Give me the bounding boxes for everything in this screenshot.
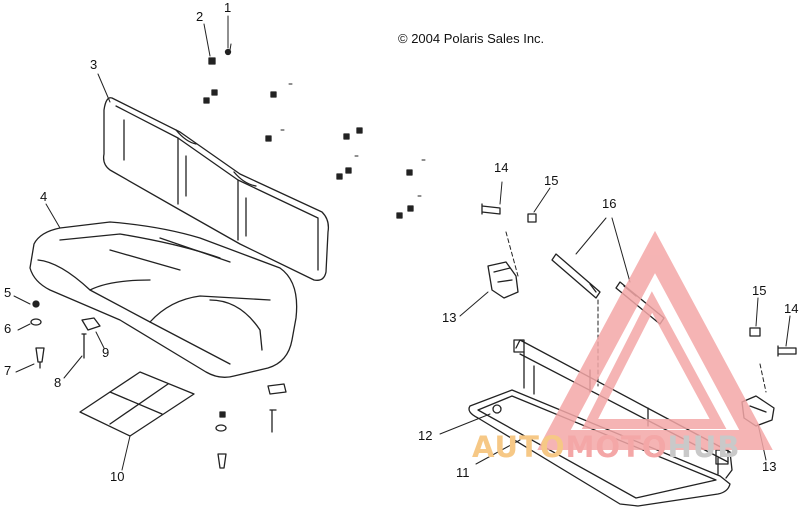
callout-15-right: 15 [752,283,767,298]
copyright-notice: © 2004 Polaris Sales Inc. [398,31,545,46]
seat-bottom [29,221,298,378]
callout-14-right: 14 [784,301,799,316]
fasteners [32,48,414,418]
latch-13-left [487,261,519,299]
callout-14-left: 14 [494,160,509,175]
nut-15-right [749,327,761,337]
watermark-moto: MOTO [565,430,668,464]
callout-7: 7 [4,363,12,378]
watermark-text: AUTOMOTOHUB [472,430,740,464]
callout-2: 2 [196,9,204,24]
callout-9: 9 [102,345,110,360]
washer-6 [30,318,42,326]
bolt-8 [81,333,87,359]
callout-12: 12 [418,428,433,443]
callout-15-left: 15 [544,173,559,188]
callout-4: 4 [40,189,48,204]
bolt-14-right [777,345,797,357]
watermark-auto: AUTO [472,430,566,464]
lower-hardware [215,383,287,469]
callout-13-left: 13 [442,310,457,325]
callout-leaders [13,15,791,471]
push-clip-7 [35,347,45,369]
callout-8: 8 [54,375,62,390]
seat-back [102,97,330,281]
nut-15-left [527,213,537,223]
watermark-hub: HUB [667,430,741,464]
callout-1: 1 [224,0,232,15]
bracket-9 [81,317,101,331]
callout-5: 5 [4,285,12,300]
callout-10: 10 [110,469,125,484]
bracket-12 [492,404,502,414]
callout-16: 16 [602,196,617,211]
callout-11: 11 [456,465,470,480]
watermark-logo [537,230,773,450]
fastener-shanks [229,43,426,197]
callout-6: 6 [4,321,12,336]
mat-10 [79,371,195,437]
callout-3: 3 [90,57,98,72]
callout-13-right: 13 [762,459,777,474]
bolt-14-left [481,203,501,215]
